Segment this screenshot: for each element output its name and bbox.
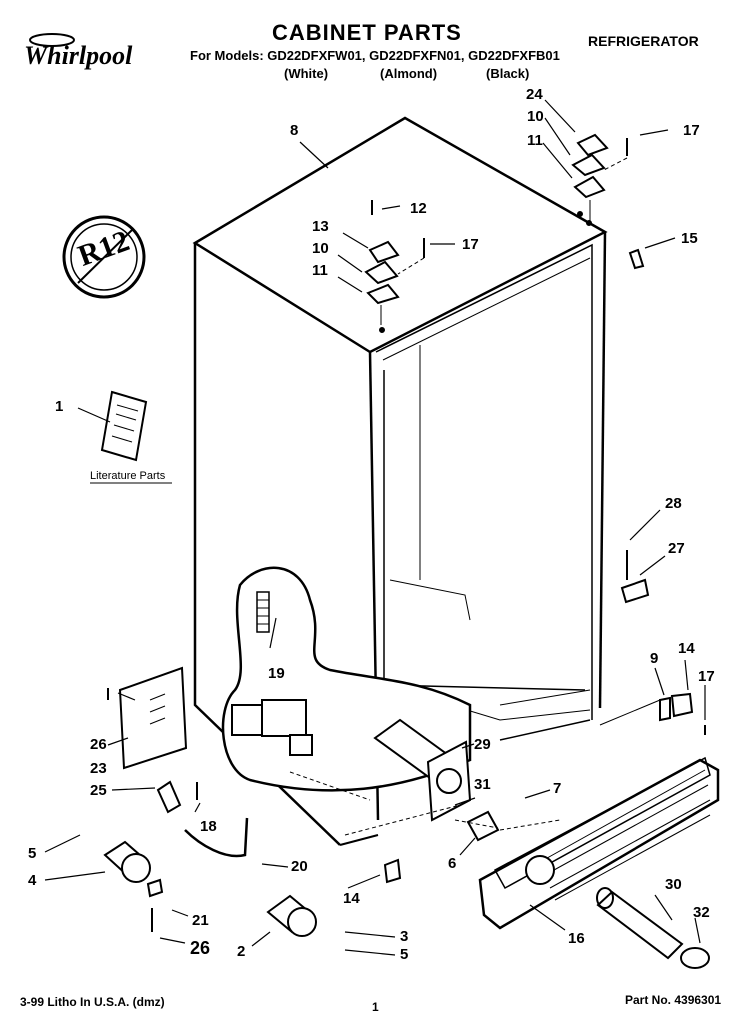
literature-booklet-icon [100, 390, 148, 462]
callout-19: 19 [268, 665, 285, 682]
part-29-duct [373, 718, 472, 822]
callout-13: 13 [312, 218, 329, 235]
callout-26b: 26 [190, 938, 211, 958]
callout-25: 25 [90, 782, 107, 799]
callout-24: 24 [526, 86, 543, 103]
callout-6: 6 [448, 855, 457, 872]
part-23-panel [118, 666, 188, 770]
callout-14a: 14 [678, 640, 695, 657]
footer-page-number: 1 [372, 1000, 379, 1014]
literature-parts-label: Literature Parts [90, 470, 166, 482]
callout-27: 27 [668, 540, 685, 557]
color-black: (Black) [486, 66, 530, 81]
callout-14b: 14 [343, 890, 360, 907]
part-2-valve [266, 894, 317, 937]
callout-17b: 17 [683, 122, 700, 139]
part-21-bracket [146, 878, 164, 898]
callout-3: 3 [400, 928, 409, 945]
callout-11b: 11 [527, 132, 543, 149]
callout-26a: 26 [90, 736, 107, 753]
page-title: CABINET PARTS [272, 20, 462, 45]
callout-arrows [44, 99, 706, 956]
models-line: For Models: GD22DFXFW01, GD22DFXFN01, GD… [190, 48, 560, 63]
footer-litho: 3-99 Litho In U.S.A. (dmz) [20, 995, 165, 1009]
callout-16: 16 [568, 930, 585, 947]
color-white: (White) [284, 66, 329, 81]
callout-12: 12 [410, 200, 427, 217]
top-hinge-left [364, 200, 425, 333]
callout-23: 23 [90, 760, 107, 777]
callout-1: 1 [55, 398, 64, 415]
callout-10b: 10 [527, 108, 544, 125]
whirlpool-logo: Whirlpool [20, 30, 155, 74]
callout-10a: 10 [312, 240, 329, 257]
callout-11a: 11 [312, 262, 328, 279]
category-label: REFRIGERATOR [588, 33, 699, 49]
part-20-tube [184, 817, 249, 858]
part-30-filter [596, 887, 684, 960]
part-19-coil [256, 591, 270, 633]
color-almond: (Almond) [380, 66, 438, 81]
part-6-clip [466, 810, 500, 842]
part-25-bracket [156, 780, 198, 814]
r12-badge [62, 215, 146, 299]
front-grille [478, 756, 720, 930]
callout-21: 21 [192, 912, 209, 929]
callout-30: 30 [665, 876, 682, 893]
footer-part-number: Part No. 4396301 [625, 993, 722, 1007]
callout-15: 15 [681, 230, 698, 247]
callout-4: 4 [28, 872, 37, 889]
callout-8: 8 [290, 122, 299, 139]
cabinet-shell [192, 116, 608, 846]
part-32-knob [680, 947, 710, 969]
callout-17c: 17 [698, 668, 715, 685]
compressor-components [231, 699, 313, 756]
callout-9: 9 [650, 650, 659, 667]
callout-18: 18 [200, 818, 217, 835]
callout-2: 2 [237, 943, 246, 960]
callout-7: 7 [553, 780, 562, 797]
callout-32: 32 [693, 904, 710, 921]
part-14-clip [383, 858, 402, 884]
callout-17a: 17 [462, 236, 479, 253]
callout-5b: 5 [400, 946, 409, 963]
part-27-bracket [620, 550, 650, 604]
callout-31: 31 [474, 776, 491, 793]
callout-20: 20 [291, 858, 308, 875]
callout-28: 28 [665, 495, 682, 512]
part-4-valve [103, 840, 151, 883]
brand-text: Whirlpool [24, 41, 133, 70]
callout-5a: 5 [28, 845, 37, 862]
top-hinge-right [571, 133, 628, 226]
part-15-clip [628, 248, 645, 270]
callout-29: 29 [474, 736, 491, 753]
part-9-14-bracket [599, 692, 706, 735]
